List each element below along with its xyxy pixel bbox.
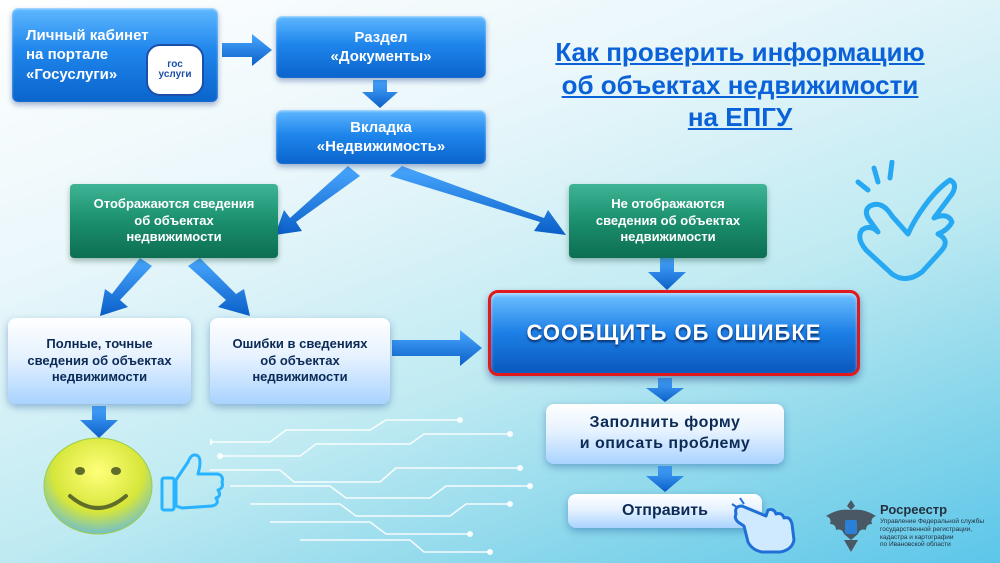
errors-label: Ошибки в сведениях об объектах недвижимо…: [232, 335, 368, 385]
cabinet-label: Личный кабинет на портале «Госуслуги»: [26, 26, 149, 83]
realty-tab-label: Вкладка «Недвижимость»: [316, 118, 446, 156]
report-error-label: СООБЩИТЬ ОБ ОШИБКЕ: [526, 319, 822, 345]
org-subtitle: Управление Федеральной службы государств…: [880, 518, 984, 549]
send-button[interactable]: Отправить: [568, 494, 762, 528]
pointer-hand-icon: [731, 497, 796, 554]
arrow-tab-shown: [275, 166, 360, 235]
arrow-shown-errors: [188, 258, 250, 316]
thumbs-up-icon: [160, 453, 224, 512]
snap-hand-icon: [855, 160, 958, 281]
shown-label: Отображаются сведения об объектах недвиж…: [93, 195, 255, 245]
errors-box: Ошибки в сведениях об объектах недвижимо…: [210, 318, 390, 404]
arrow-documents-tab: [362, 80, 398, 108]
shown-box: Отображаются сведения об объектах недвиж…: [70, 184, 278, 258]
complete-box: Полные, точные сведения об объектах недв…: [8, 318, 191, 404]
circuit-decoration: [210, 417, 533, 555]
realty-tab-box: Вкладка «Недвижимость»: [276, 110, 486, 164]
arrow-report-form: [646, 378, 684, 402]
not-shown-label: Не отображаются сведения об объектах нед…: [595, 195, 741, 245]
page-title: Как проверить информацию об объектах нед…: [555, 37, 925, 132]
gosuslugi-logo: гос услуги: [146, 44, 204, 96]
documents-label: Раздел «Документы»: [330, 28, 432, 66]
report-error-box: СООБЩИТЬ ОБ ОШИБКЕ: [488, 290, 860, 376]
fill-form-box: Заполнить форму и описать проблему: [546, 404, 784, 464]
gosuslugi-logo-text: гос услуги: [158, 59, 192, 80]
not-shown-box: Не отображаются сведения об объектах нед…: [569, 184, 767, 258]
arrow-complete-smiley: [80, 406, 118, 438]
arrow-tab-notshown: [390, 166, 566, 235]
arrow-form-send: [646, 466, 684, 492]
fill-form-label: Заполнить форму и описать проблему: [579, 414, 751, 452]
arrow-notshown-report: [648, 258, 686, 290]
smiley-icon: [43, 437, 153, 535]
eagle-emblem-icon: [826, 500, 876, 552]
send-label: Отправить: [622, 502, 708, 519]
arrow-errors-report: [392, 330, 482, 366]
arrow-shown-complete: [100, 258, 152, 316]
org-name: Росреестр: [880, 502, 948, 517]
complete-label: Полные, точные сведения об объектах недв…: [27, 335, 172, 385]
documents-box: Раздел «Документы»: [276, 16, 486, 78]
arrow-cabinet-documents: [222, 34, 272, 66]
